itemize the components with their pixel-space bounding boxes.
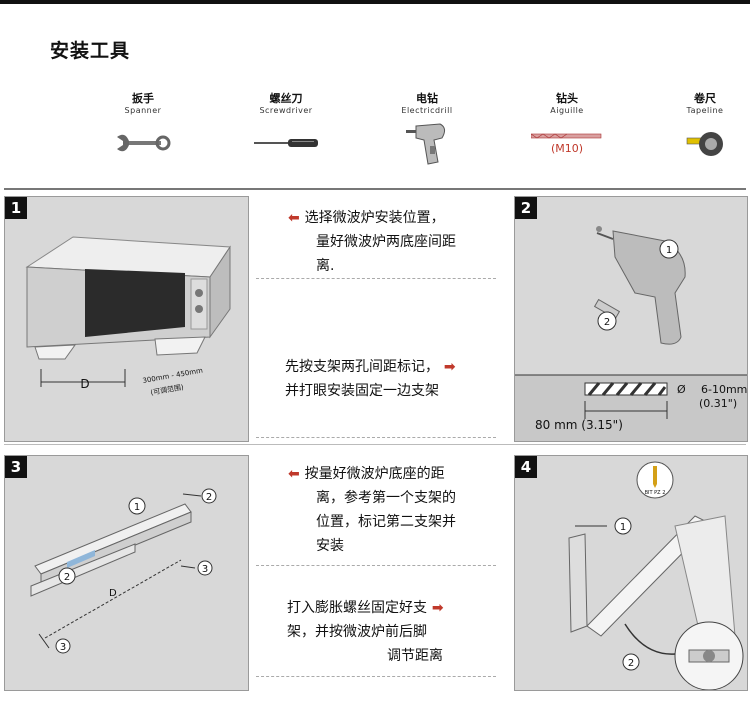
step-4-line-3: 调节距离 <box>387 648 443 664</box>
tool-name-zh: 卷尺 <box>694 92 716 105</box>
bracket-adjust-illustration: BIT PZ 2 1 2 <box>568 461 744 690</box>
step-3-line-3: 位置，标记第二支架并 <box>316 514 456 530</box>
step-4-panel: 4 BIT PZ 2 1 2 <box>514 455 748 691</box>
step-4-line-2: 架，并按微波炉前后脚 <box>287 624 427 640</box>
step-2-text: 先按支架两孔间距标记， ➡ 并打眼安装固定一边支架 <box>285 355 500 403</box>
arrow-left-icon: ⬅ <box>288 210 305 226</box>
step-3-text: ⬅ 按量好微波炉底座的距 离，参考第一个支架的 位置，标记第二支架并 安装 <box>288 462 500 558</box>
step-1-text: ⬅ 选择微波炉安装位置， 量好微波炉两底座间距 离. <box>288 206 498 278</box>
range-label: 300mm - 450mm <box>142 366 204 384</box>
tape-measure-icon <box>686 132 723 156</box>
diameter-symbol: Ø <box>677 383 686 396</box>
text-divider <box>256 565 496 566</box>
level-marking-illustration: 1 2 2 3 D 3 <box>30 488 217 654</box>
spanner-icon <box>117 134 171 152</box>
step-4-line-1: 打入膨胀螺丝固定好支 <box>287 600 427 616</box>
diameter-inch-label: (0.31") <box>699 397 737 410</box>
step-1-line-3: 离. <box>316 258 335 274</box>
tool-name-en: Aiguille <box>550 106 584 115</box>
callout-1: 1 <box>134 502 140 513</box>
tool-drill-bit: 钻头 Aiguille (M10) <box>512 90 622 167</box>
screwdriver-icon <box>254 139 318 147</box>
tool-name-zh: 螺丝刀 <box>269 92 303 105</box>
step-1-line-2: 量好微波炉两底座间距 <box>316 234 456 250</box>
step-4-text: 打入膨胀螺丝固定好支 ➡ 架，并按微波炉前后脚 调节距离 <box>287 596 501 668</box>
diameter-label: 6-10mm <box>701 383 747 396</box>
tool-name-zh: 扳手 <box>132 92 154 105</box>
callout-3-right: 3 <box>202 564 208 575</box>
microwave-illustration: D 300mm - 450mm (可调范围) <box>25 236 231 397</box>
step-2-line-2: 并打眼安装固定一边支架 <box>285 383 439 399</box>
callout-2: 2 <box>604 317 610 328</box>
tool-name-en: Electricdrill <box>401 106 453 115</box>
step-1-line-1: 选择微波炉安装位置， <box>304 210 445 226</box>
arrow-right-icon: ➡ <box>439 359 456 375</box>
tool-name-en: Screwdriver <box>259 106 313 115</box>
section-divider <box>4 188 746 190</box>
step-number: 3 <box>5 456 27 478</box>
dimension-d-label: D <box>80 377 89 391</box>
depth-label: 80 mm (3.15") <box>535 418 623 432</box>
dimension-d-label: D <box>109 588 117 599</box>
step-number: 2 <box>515 197 537 219</box>
range-note: (可调范围) <box>150 382 185 397</box>
arrow-left-icon: ⬅ <box>288 466 305 482</box>
step-3-line-2: 离，参考第一个支架的 <box>316 490 456 506</box>
drill-icon <box>406 123 446 165</box>
callout-2-right: 2 <box>206 492 212 503</box>
drill-bit-icon <box>531 133 602 138</box>
callout-1: 1 <box>666 245 672 256</box>
text-divider <box>256 437 496 438</box>
text-divider <box>256 676 496 677</box>
step-number: 1 <box>5 197 27 219</box>
step-2-line-1: 先按支架两孔间距标记， <box>285 359 439 375</box>
text-divider <box>256 278 496 279</box>
drilling-illustration: 1 2 Ø 6-10mm (0.31") 80 mm (3.15") <box>515 226 747 441</box>
step-2-panel: 2 1 2 Ø 6-10mm (0.31") 80 mm (3.15") <box>514 196 748 442</box>
tool-spanner: 扳手 Spanner <box>88 90 198 167</box>
callout-2: 2 <box>628 658 634 669</box>
step-number: 4 <box>515 456 537 478</box>
step-1-panel: 1 D 300mm - 450mm (可调范围) <box>4 196 249 442</box>
section-divider <box>4 444 746 445</box>
step-3-panel: 3 1 2 2 3 D 3 <box>4 455 249 691</box>
callout-3-left: 3 <box>60 642 66 653</box>
tool-electric-drill: 电钻 Electricdrill <box>372 90 482 167</box>
callout-1: 1 <box>620 522 626 533</box>
tool-screwdriver: 螺丝刀 Screwdriver <box>231 90 341 167</box>
step-3-line-1: 按量好微波炉底座的距 <box>304 466 445 482</box>
callout-2-left: 2 <box>64 572 70 583</box>
tool-name-en: Spanner <box>124 106 162 115</box>
top-border <box>0 0 750 4</box>
page-title: 安装工具 <box>50 40 131 62</box>
drill-bit-size: (M10) <box>550 141 584 155</box>
tool-name-zh: 钻头 <box>556 92 578 105</box>
step-3-line-4: 安装 <box>316 538 344 554</box>
tool-name-zh: 电钻 <box>416 92 438 105</box>
bit-label: BIT PZ 2 <box>645 490 666 496</box>
tool-name-en: Tapeline <box>686 106 724 115</box>
tool-tapeline: 卷尺 Tapeline <box>650 90 750 167</box>
arrow-right-icon: ➡ <box>427 600 444 616</box>
